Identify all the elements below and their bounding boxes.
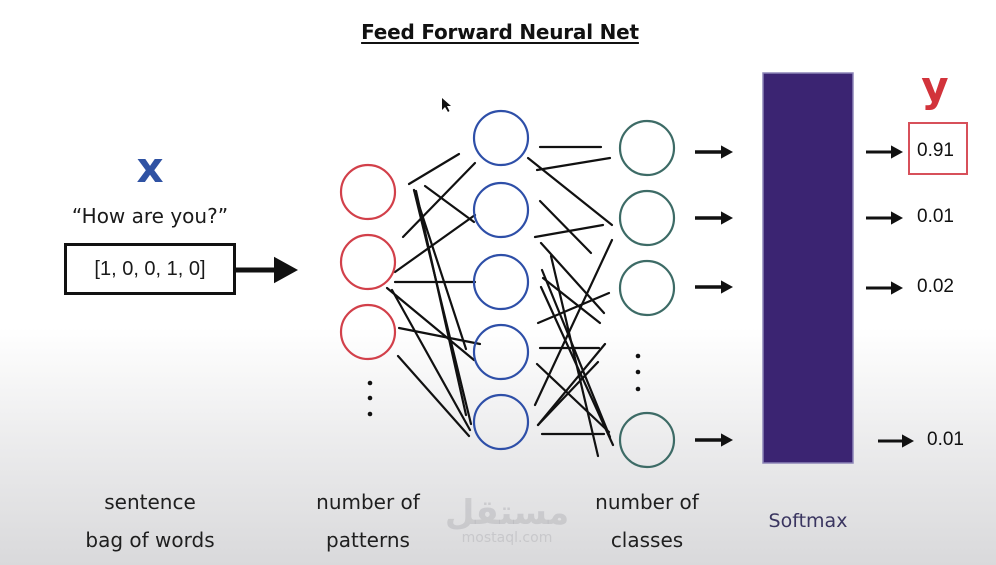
input-sentence: “How are you?”: [71, 204, 229, 228]
hidden-neuron: [472, 393, 530, 451]
right-arrow-icon: [695, 280, 733, 294]
input-caption-line1: sentence: [104, 490, 196, 514]
connection-line: [535, 362, 611, 434]
input-caption-line2: bag of words: [85, 528, 215, 552]
vertical-ellipsis-icon: [367, 395, 373, 401]
hidden-neuron: [472, 253, 530, 311]
arrow-head: [721, 211, 733, 225]
connection-line: [423, 184, 476, 224]
hidden-neuron: [472, 323, 530, 381]
connection-line: [538, 199, 593, 255]
right-arrow-icon: [695, 433, 733, 447]
connection-line: [414, 189, 468, 417]
connection-line: [539, 285, 615, 447]
softmax-bar: [762, 72, 854, 464]
arrow-head: [721, 433, 733, 447]
output-neuron: [618, 189, 676, 247]
input-neuron: [339, 163, 397, 221]
output-neuron: [618, 411, 676, 469]
connection-line: [397, 326, 482, 346]
bag-of-words-vector-box: [1, 0, 0, 1, 0]: [64, 243, 236, 295]
right-arrow-icon: [866, 281, 903, 295]
right-arrow-icon: [866, 145, 903, 159]
softmax-label: Softmax: [768, 510, 848, 532]
output-value: 0.02: [917, 276, 954, 297]
connection-line: [390, 288, 472, 432]
vertical-ellipsis-icon: [635, 353, 641, 359]
right-arrow-icon: [695, 211, 733, 225]
connection-line: [385, 286, 476, 362]
connection-line: [539, 241, 606, 315]
right-arrow-icon: [236, 256, 298, 284]
connection-line: [536, 291, 611, 325]
connection-line: [533, 238, 614, 407]
highlighted-output-box: [908, 122, 968, 175]
hidden-neuron: [472, 109, 530, 167]
connection-line: [535, 156, 612, 172]
vertical-ellipsis-icon: [635, 369, 641, 375]
output-symbol-y: y: [921, 62, 949, 111]
arrow-head: [721, 145, 733, 159]
watermark-logo: مستقل: [444, 493, 570, 533]
vertical-ellipsis-icon: [367, 380, 373, 386]
diagram-title: Feed Forward Neural Net: [361, 20, 639, 44]
input-caption: sentence bag of words: [50, 483, 250, 559]
arrow-head: [891, 281, 903, 295]
connection-line: [393, 213, 477, 274]
input-layer-caption: number of patterns: [268, 483, 468, 559]
vertical-ellipsis-icon: [367, 411, 373, 417]
connection-lines: [385, 145, 615, 458]
output-value: 0.01: [917, 206, 954, 227]
arrow-head: [274, 256, 298, 284]
connection-line: [533, 223, 605, 239]
output-neuron: [618, 119, 676, 177]
watermark-url: mostaql.com: [461, 530, 553, 546]
hidden-neuron: [472, 181, 530, 239]
bag-of-words-vector: [1, 0, 0, 1, 0]: [94, 257, 206, 280]
input-neuron: [339, 303, 397, 361]
connection-line: [526, 156, 614, 227]
input-layer-caption-line2: patterns: [326, 528, 410, 552]
arrow-head: [902, 434, 914, 448]
arrow-head: [891, 211, 903, 225]
output-layer-caption-line2: classes: [610, 528, 684, 552]
output-value: 0.01: [927, 429, 964, 450]
right-arrow-icon: [695, 145, 733, 159]
input-neuron: [339, 233, 397, 291]
arrow-head: [721, 280, 733, 294]
output-neuron: [618, 259, 676, 317]
connection-line: [541, 276, 602, 325]
connection-line: [407, 152, 461, 186]
flow-arrows: [236, 145, 914, 448]
arrow-head: [891, 145, 903, 159]
mouse-pointer-icon: [442, 98, 451, 112]
connection-line: [536, 342, 607, 427]
right-arrow-icon: [866, 211, 903, 225]
input-layer-caption-line1: number of: [316, 490, 420, 514]
input-symbol-x: x: [136, 143, 164, 192]
connection-line: [540, 268, 612, 439]
connection-line: [396, 354, 471, 438]
output-layer-caption: number of classes: [547, 483, 747, 559]
neuron-nodes: [339, 109, 676, 469]
output-value: 0.91: [917, 140, 954, 161]
right-arrow-icon: [878, 434, 914, 448]
vertical-ellipsis-icon: [635, 386, 641, 392]
connection-line: [401, 161, 477, 239]
output-layer-caption-line1: number of: [595, 490, 699, 514]
connection-line: [536, 360, 600, 427]
